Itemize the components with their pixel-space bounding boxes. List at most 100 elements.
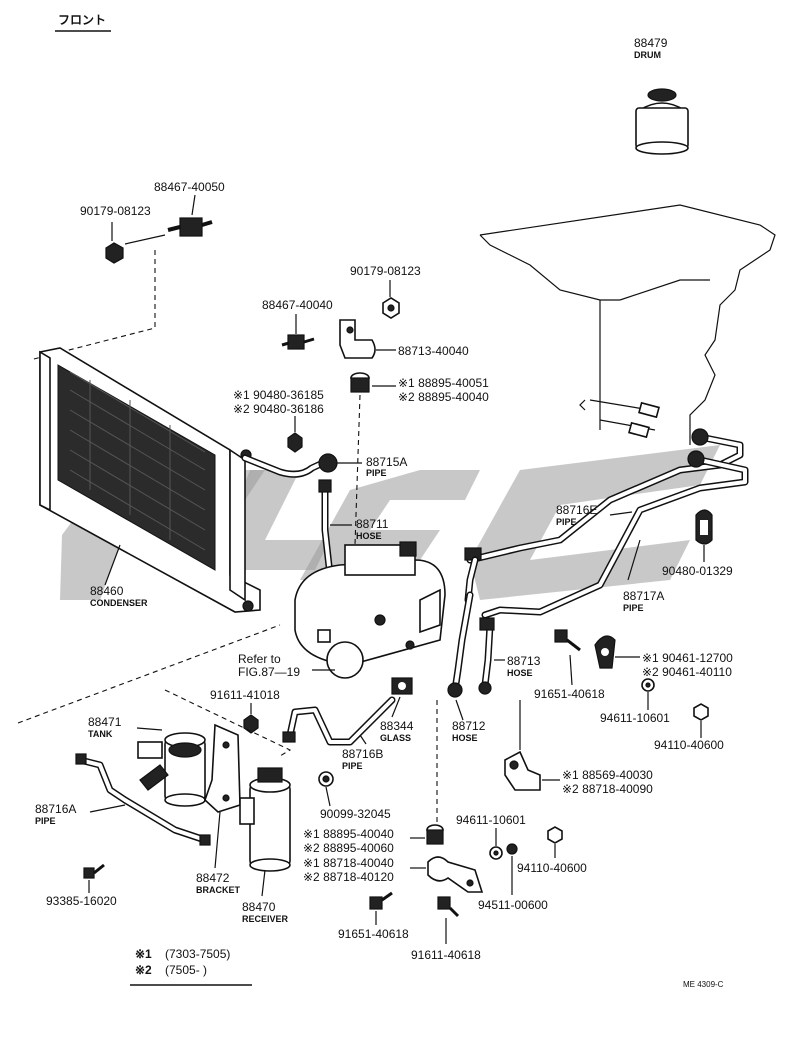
- condenser-leader: [104, 544, 121, 586]
- bolt-618-a-leader: [569, 654, 573, 686]
- oring-c-line1: ※1 88895-40040: [303, 827, 394, 841]
- mid-nut: [382, 297, 400, 319]
- pipe-88716b-leader: [359, 734, 367, 745]
- pipe-88716e-name: PIPE: [556, 517, 577, 527]
- pipe-88716b-part-number: 88716B: [342, 747, 383, 761]
- right-bracket: [504, 750, 541, 791]
- mid-dash: [354, 394, 361, 546]
- pipe-88716e: [466, 428, 744, 564]
- bolt-618-a-part-number: 91651-40618: [534, 687, 605, 701]
- sight-glass-name: GLASS: [380, 733, 411, 743]
- legend-mark-2: ※2: [135, 963, 152, 977]
- legend-box: ※1 (7303-7505) ※2 (7505- ): [130, 947, 252, 986]
- nut-600-c-part-number: 94511-00600: [478, 898, 548, 912]
- front-label: フロント: [58, 13, 106, 27]
- mid-clamp-part-number: 88713-40040: [398, 344, 469, 358]
- bracket-472-name: BRACKET: [196, 885, 241, 895]
- hose-88712-name: HOSE: [452, 733, 478, 743]
- watermark-glyph-4: [470, 445, 720, 600]
- bolt-618-c-part-number: 91611-40618: [411, 948, 481, 962]
- pipe-88716a-name: PIPE: [35, 816, 56, 826]
- bolt-016: [83, 863, 105, 879]
- refer-line1: Refer to: [238, 652, 281, 666]
- pipe-88716e-part-number: 88716E: [556, 503, 597, 517]
- pipe-88716b-name: PIPE: [342, 761, 363, 771]
- pipe-88716b: [282, 696, 396, 746]
- condenser-part-number: 88460: [90, 584, 124, 598]
- legend-mark-1: ※1: [135, 947, 152, 961]
- pipe-88717a-name: PIPE: [623, 603, 644, 613]
- bolt-1018: [243, 714, 259, 734]
- tank-part-number: 88471: [88, 715, 122, 729]
- oring-a: [350, 372, 370, 393]
- upper-mount-leader: [191, 194, 196, 216]
- washer-601-a: [641, 678, 655, 692]
- bolt-a-line2: ※2 90480-36186: [233, 402, 324, 416]
- oring-a-line2: ※2 88895-40040: [398, 390, 489, 404]
- pipe-88717a: [481, 450, 749, 619]
- drum-part-number: 88479: [634, 36, 668, 50]
- sight-glass-part-number: 88344: [380, 719, 414, 733]
- pipe-88715a-name: PIPE: [366, 468, 387, 478]
- right-bracket-line2: ※2 88718-40090: [562, 782, 653, 796]
- legend-text-2: (7505- ): [165, 963, 207, 977]
- engine-outline: [479, 204, 776, 445]
- right-clip: [594, 635, 616, 669]
- receiver-part-number: 88470: [242, 900, 276, 914]
- tank-name: TANK: [88, 729, 113, 739]
- washer-601-b-part-number: 94611-10601: [456, 813, 526, 827]
- oring-b-part-number: 90099-32045: [320, 807, 391, 821]
- upper-dash: [29, 250, 156, 361]
- nut-600-c: [506, 843, 518, 855]
- hose-88713-name: HOSE: [507, 668, 533, 678]
- right-clip-line1: ※1 90461-12700: [642, 651, 733, 665]
- right-bracket-line1: ※1 88569-40030: [562, 768, 653, 782]
- bracket-472: [204, 723, 241, 813]
- pipe-88717a-leader: [627, 539, 641, 581]
- pipe-88715a-part-number: 88715A: [366, 455, 407, 469]
- hose-88711-name: HOSE: [356, 531, 382, 541]
- pipe-88716a-part-number: 88716A: [35, 802, 76, 816]
- bolt-618-a: [554, 629, 581, 652]
- refer-line2: FIG.87—19: [238, 665, 300, 679]
- hose-88711-part-number: 88711: [356, 517, 389, 531]
- clamp-c-line2: ※2 88718-40120: [303, 870, 394, 884]
- receiver-part: [239, 767, 291, 872]
- sight-glass: [391, 677, 413, 695]
- nut-600-a-part-number: 94110-40600: [654, 738, 724, 752]
- compressor-part: [294, 541, 446, 679]
- mid-nut-part-number: 90179-08123: [350, 264, 421, 278]
- hose-88713-part-number: 88713: [507, 654, 541, 668]
- receiver-name: RECEIVER: [242, 914, 289, 924]
- oring-b-leader: [325, 786, 331, 807]
- bracket-472-part-number: 88472: [196, 871, 230, 885]
- receiver-leader: [261, 869, 266, 897]
- nut-600-b: [547, 826, 563, 844]
- pipe-88717a-part-number: 88717A: [623, 589, 664, 603]
- washer-601-b: [489, 846, 503, 860]
- mid-mount-part-number: 88467-40040: [262, 298, 333, 312]
- hose-88713: [478, 617, 495, 695]
- tank-part: [137, 732, 206, 807]
- clamp-c-line1: ※1 88718-40040: [303, 856, 394, 870]
- upper-mount: [167, 217, 213, 237]
- lower-dash: [17, 624, 292, 757]
- pipe-88716a-leader: [89, 804, 126, 813]
- upper-mount-part-number: 88467-40050: [154, 180, 225, 194]
- drum-name: DRUM: [634, 50, 661, 60]
- figure-code: ME 4309-C: [683, 980, 724, 989]
- nut-600-b-part-number: 94110-40600: [517, 861, 587, 875]
- hose-88711: [318, 479, 334, 579]
- bolt-a-line1: ※1 90480-36185: [233, 388, 324, 402]
- oring-b: [318, 771, 334, 787]
- hose-88712-part-number: 88712: [452, 719, 486, 733]
- tank-leader: [136, 727, 163, 731]
- oring-c-line2: ※2 88895-40060: [303, 841, 394, 855]
- condenser-name: CONDENSER: [90, 598, 148, 608]
- legend-text-1: (7303-7505): [165, 947, 230, 961]
- oring-c: [426, 824, 444, 845]
- drum-part: [635, 88, 689, 155]
- oring-a-line1: ※1 88895-40051: [398, 376, 489, 390]
- grommet-part: [695, 509, 713, 545]
